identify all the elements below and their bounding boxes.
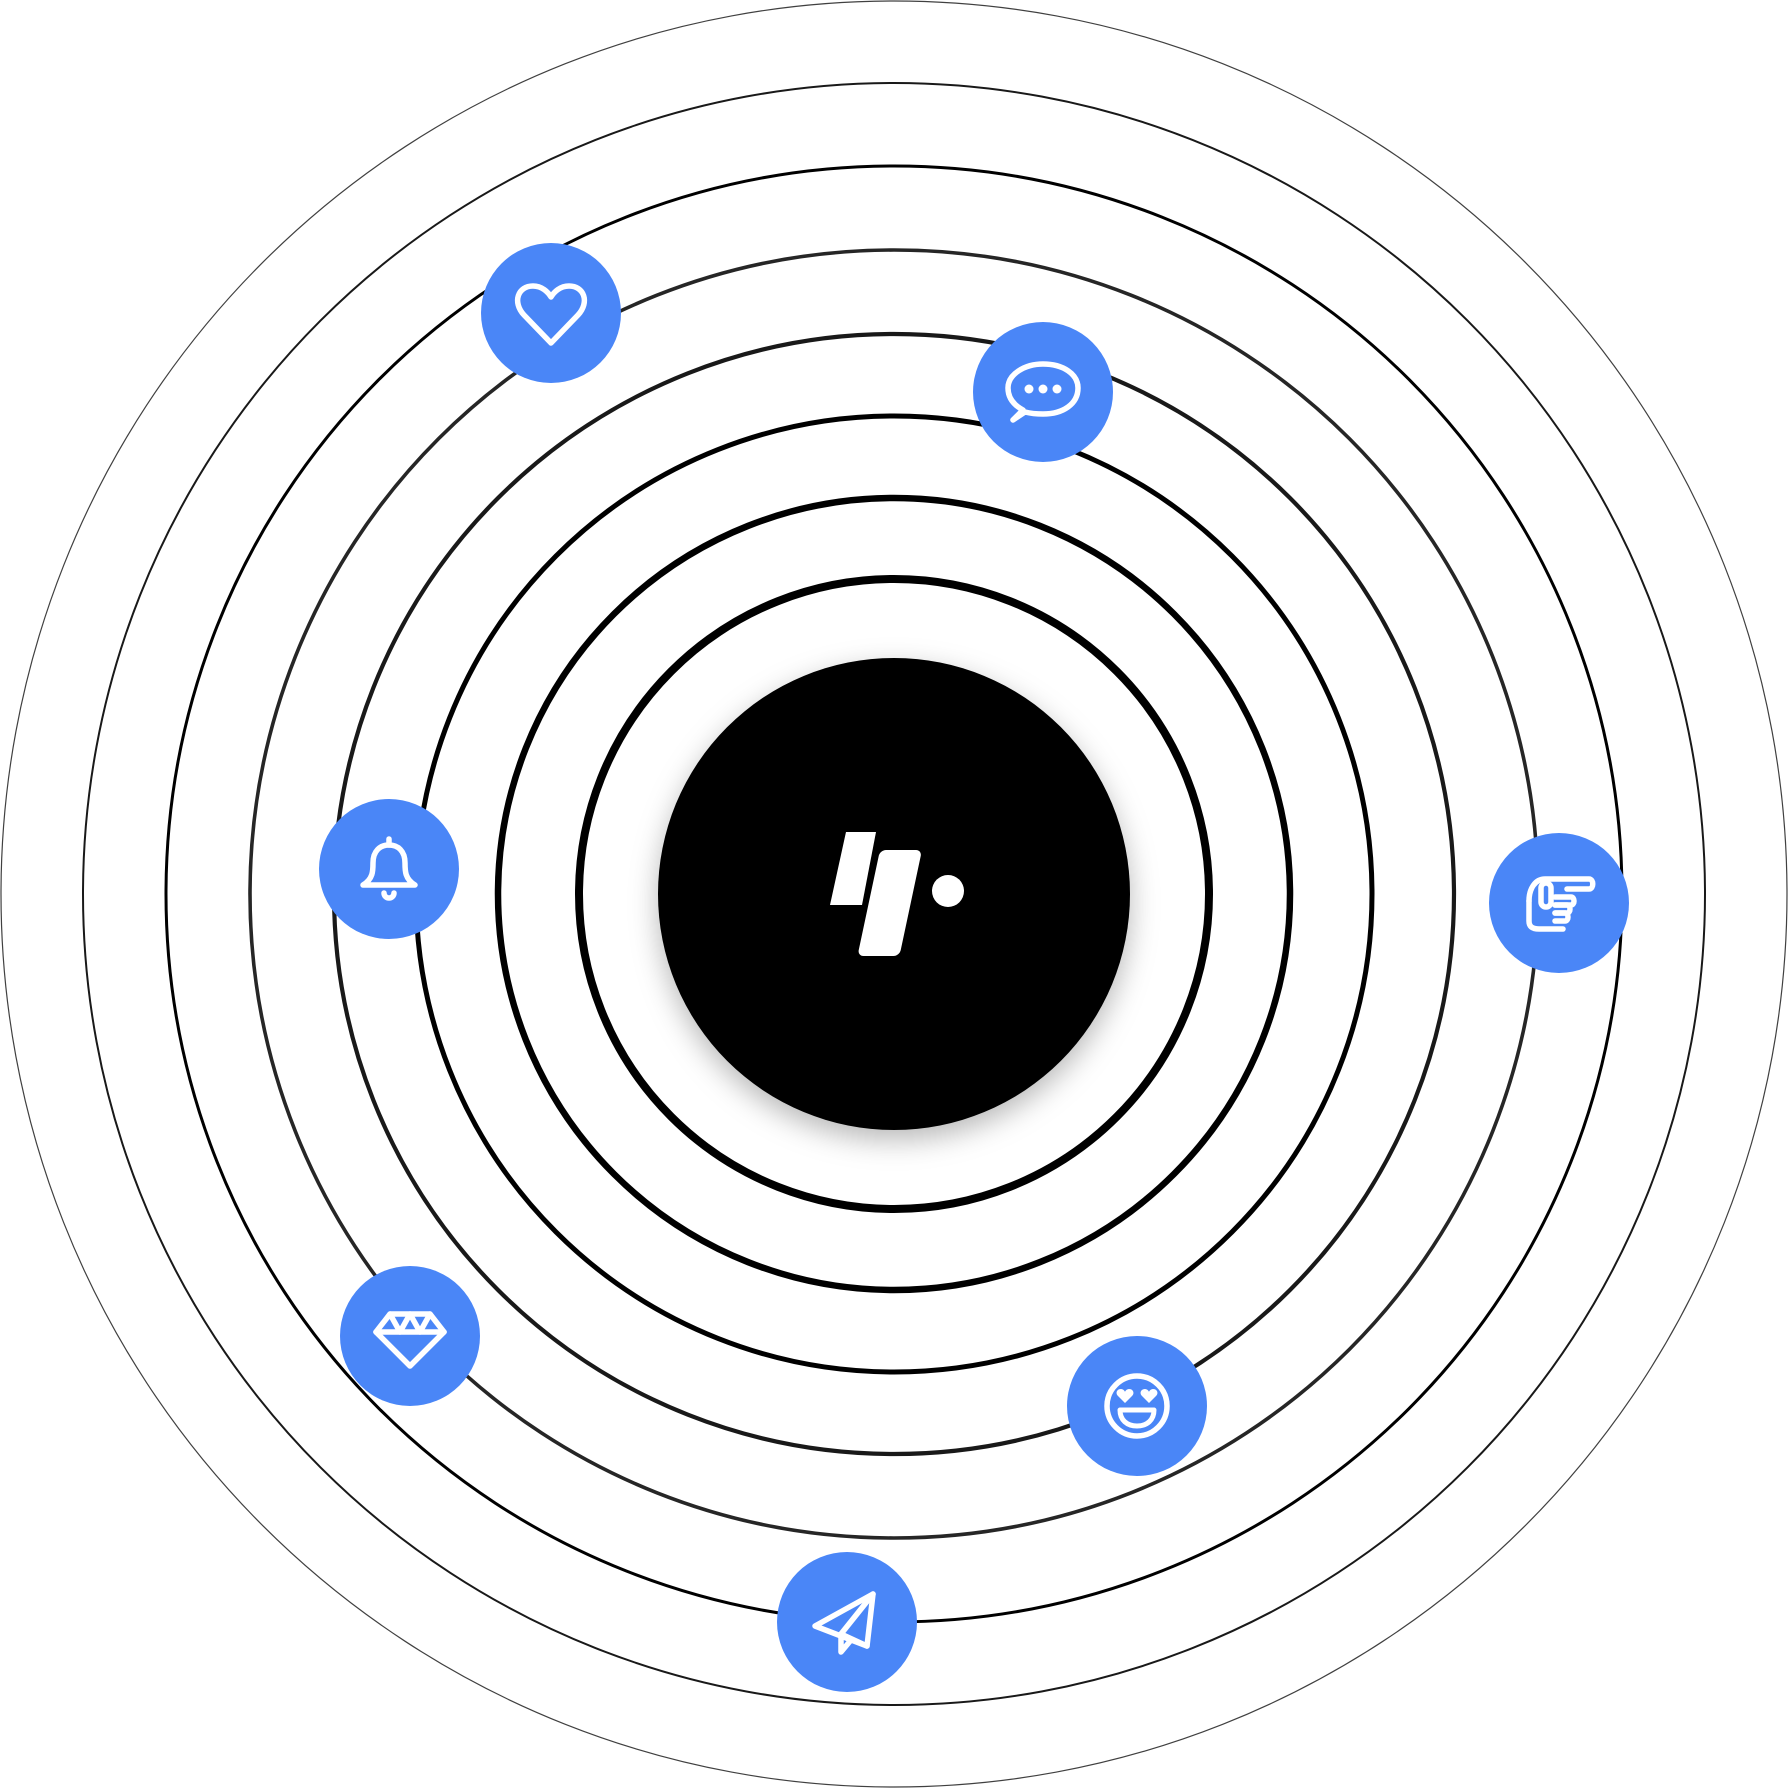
paper-plane-icon <box>812 1591 876 1655</box>
chat-badge[interactable] <box>973 322 1113 462</box>
pointing-hand-badge[interactable] <box>1489 833 1629 973</box>
chat-bubble-icon <box>1005 361 1081 423</box>
bell-icon <box>360 836 418 901</box>
diamond-icon <box>373 1311 447 1369</box>
bell-badge[interactable] <box>319 799 459 939</box>
heart-eyes-smiley-icon <box>1104 1373 1170 1439</box>
brand-logo-icon <box>830 832 964 956</box>
orbit-ring <box>575 575 1213 1213</box>
central-hub <box>658 658 1130 1130</box>
orbit-ring <box>494 494 1294 1294</box>
diamond-badge[interactable] <box>340 1266 480 1406</box>
pointing-hand-icon <box>1526 876 1596 932</box>
orbit-ring <box>82 82 1706 1706</box>
heart-badge[interactable] <box>481 243 621 383</box>
smiley-badge[interactable] <box>1067 1336 1207 1476</box>
paper-plane-badge[interactable] <box>777 1552 917 1692</box>
heart-icon <box>514 283 588 346</box>
